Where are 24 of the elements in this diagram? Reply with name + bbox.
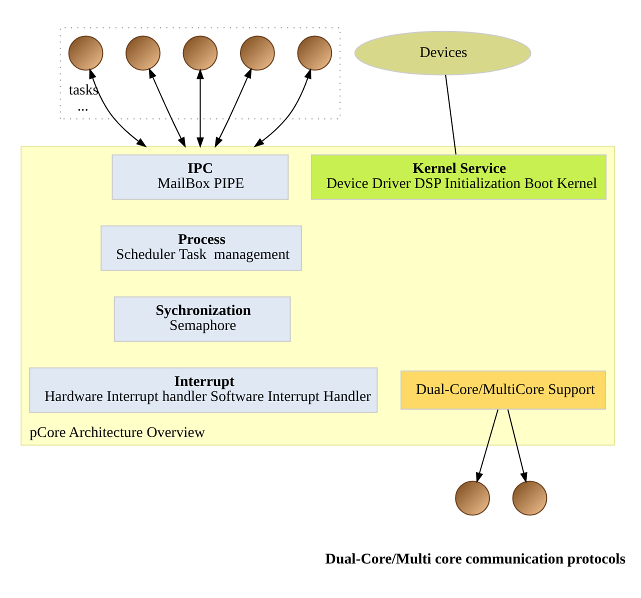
node-box: Process Scheduler Task management xyxy=(100,224,302,270)
arrow xyxy=(89,68,147,147)
node-circle xyxy=(297,35,332,70)
arrow xyxy=(476,408,498,483)
arrow xyxy=(507,408,528,483)
arrow xyxy=(196,68,204,148)
node-circle xyxy=(512,480,548,516)
cluster: tasks ... xyxy=(60,26,341,119)
node-circle xyxy=(126,35,160,70)
node-box: Kernel Service Device Driver DSP Initialization Boot Kernel xyxy=(310,154,607,200)
arrow xyxy=(214,67,252,148)
arrow xyxy=(254,68,312,147)
node-circle xyxy=(240,35,275,70)
node-ellipse: Devices xyxy=(354,30,532,75)
arrow xyxy=(148,67,186,148)
node-box: IPC MailBox PIPE xyxy=(112,154,289,200)
node-circle xyxy=(182,35,218,70)
node-circle xyxy=(68,35,104,70)
connector xyxy=(445,74,456,154)
node-box: Dual-Core/MultiCore Support xyxy=(400,370,606,410)
label: Dual-Core/Multi core communication protocols xyxy=(325,551,626,568)
node-box: Interrupt Hardware Interrupt handler Software Interrupt Handler xyxy=(29,366,378,412)
node-box: Sychronization Semaphore xyxy=(114,296,291,342)
node-circle xyxy=(455,480,490,516)
